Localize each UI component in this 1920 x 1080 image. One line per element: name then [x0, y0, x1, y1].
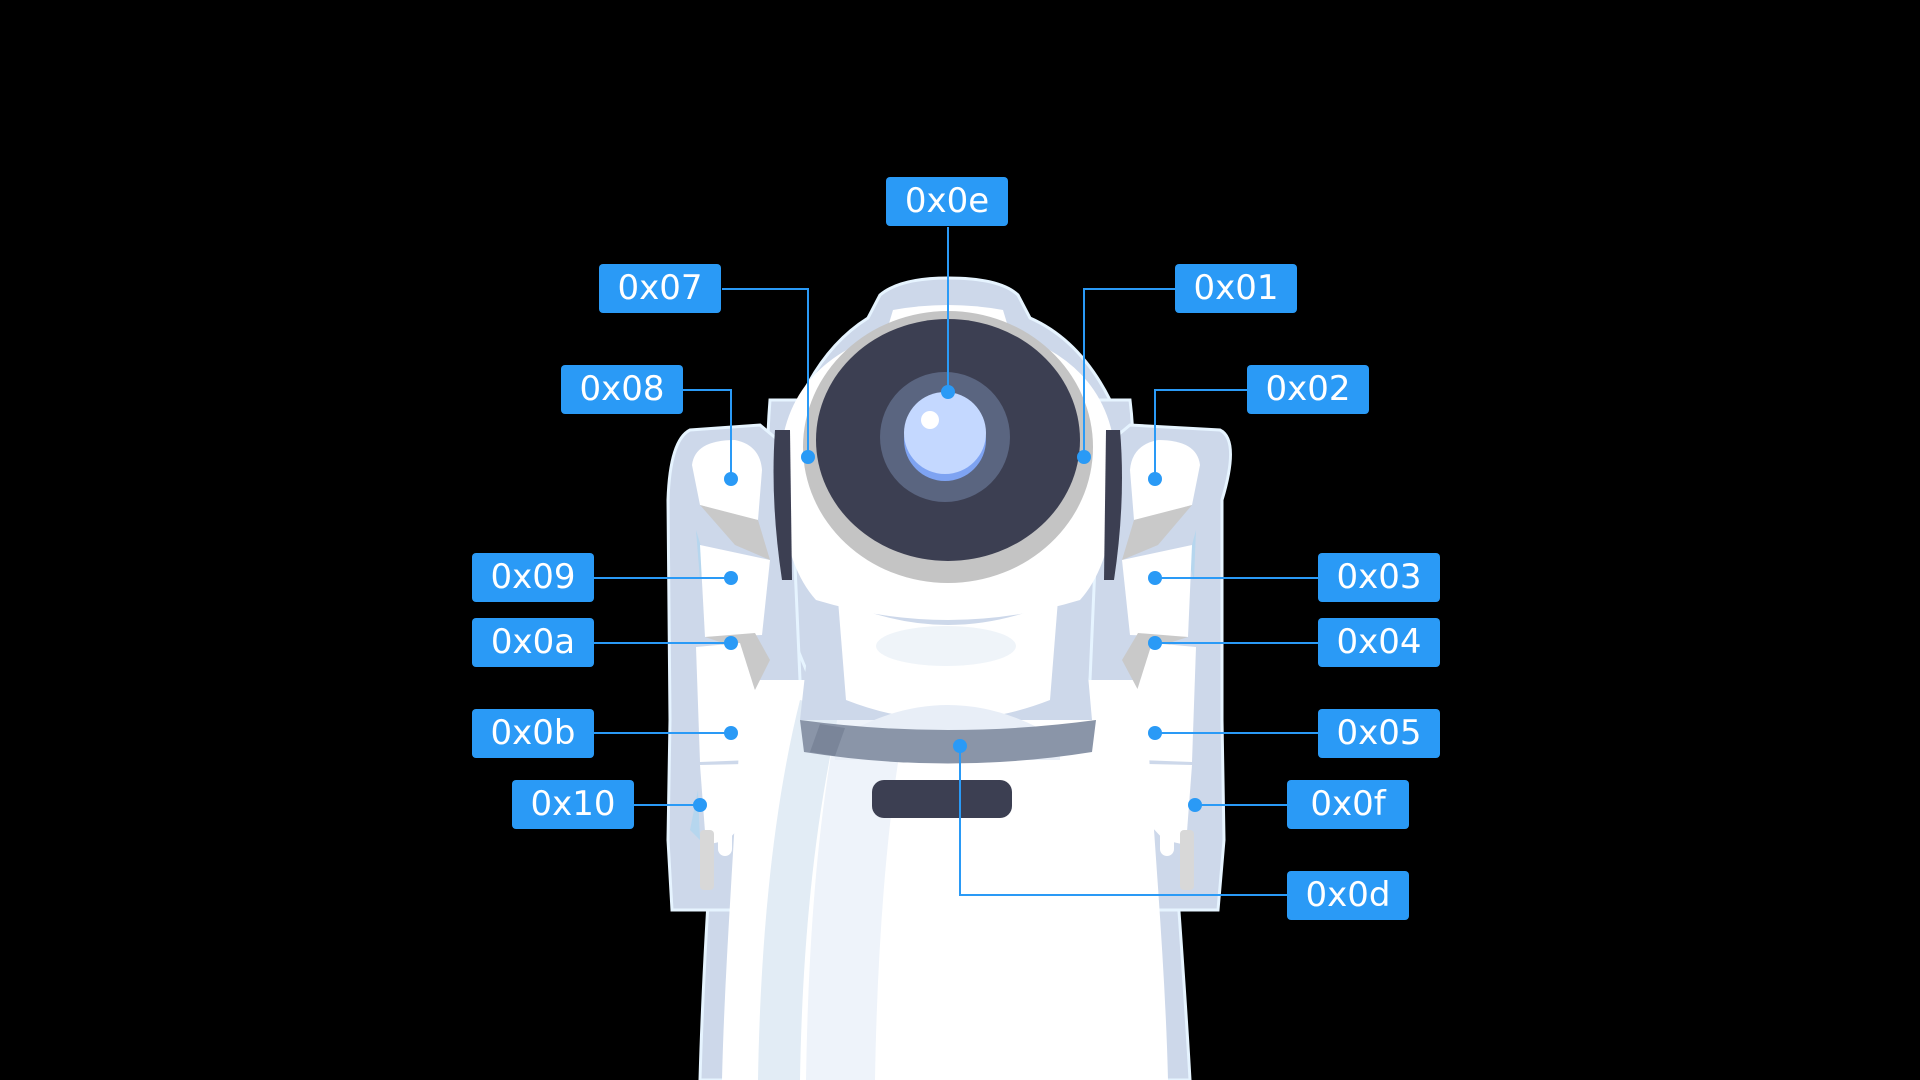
joint-dot-0x07[interactable] — [801, 450, 815, 464]
joint-dot-0x08[interactable] — [724, 472, 738, 486]
joint-dot-0x05[interactable] — [1148, 726, 1162, 740]
joint-label-0x02[interactable]: 0x02 — [1247, 365, 1369, 414]
joint-dot-0x0d[interactable] — [953, 739, 967, 753]
joint-dot-0x0e[interactable] — [941, 385, 955, 399]
chest-slot — [872, 780, 1012, 818]
joint-label-0x03[interactable]: 0x03 — [1318, 553, 1440, 602]
joint-dot-0x09[interactable] — [724, 571, 738, 585]
head — [773, 305, 1122, 620]
joint-label-0x0d[interactable]: 0x0d — [1287, 871, 1409, 920]
joint-dot-0x0a[interactable] — [724, 636, 738, 650]
joint-dot-0x02[interactable] — [1148, 472, 1162, 486]
joint-label-0x08[interactable]: 0x08 — [561, 365, 683, 414]
joint-label-0x01[interactable]: 0x01 — [1175, 264, 1297, 313]
joint-label-0x05[interactable]: 0x05 — [1318, 709, 1440, 758]
joint-dot-0x10[interactable] — [693, 798, 707, 812]
joint-label-0x0e[interactable]: 0x0e — [886, 177, 1008, 226]
joint-dot-0x03[interactable] — [1148, 571, 1162, 585]
joint-label-0x0b[interactable]: 0x0b — [472, 709, 594, 758]
joint-label-0x07[interactable]: 0x07 — [599, 264, 721, 313]
eye-highlight — [921, 411, 939, 429]
waist-band-shade — [810, 724, 845, 756]
joint-label-0x04[interactable]: 0x04 — [1318, 618, 1440, 667]
joint-label-0x0f[interactable]: 0x0f — [1287, 780, 1409, 829]
joint-label-0x0a[interactable]: 0x0a — [472, 618, 594, 667]
joint-dot-0x04[interactable] — [1148, 636, 1162, 650]
right-arm — [1122, 440, 1200, 890]
joint-dots — [693, 385, 1202, 812]
joint-label-0x10[interactable]: 0x10 — [512, 780, 634, 829]
eye-lens — [904, 392, 986, 474]
joint-dot-0x0b[interactable] — [724, 726, 738, 740]
waist-band — [800, 720, 1096, 764]
joint-label-0x09[interactable]: 0x09 — [472, 553, 594, 602]
leader-lines — [594, 227, 1318, 896]
joint-dot-0x0f[interactable] — [1188, 798, 1202, 812]
joint-dot-0x01[interactable] — [1077, 450, 1091, 464]
